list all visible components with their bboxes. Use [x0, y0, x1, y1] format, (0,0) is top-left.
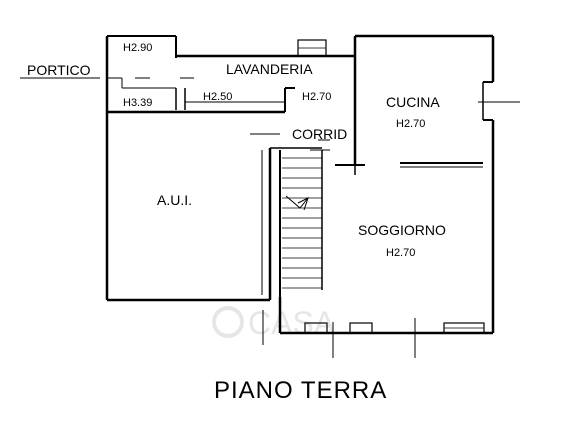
room-label-soggiorno: SOGGIORNO: [358, 222, 446, 238]
plan-title: PIANO TERRA: [214, 377, 387, 404]
walls: [105, 34, 495, 335]
height-soggiorno: H2.70: [386, 247, 415, 259]
room-label-aui: A.U.I.: [157, 192, 192, 208]
height-lavanderia-left: H2.50: [203, 91, 232, 103]
staircase: [282, 157, 322, 289]
room-label-corrid: CORRID: [292, 126, 347, 142]
room-label-portico: PORTICO: [27, 62, 91, 78]
room-label-cucina: CUCINA: [386, 94, 440, 110]
height-cucina: H2.70: [396, 118, 425, 130]
room-label-lavanderia: LAVANDERIA: [226, 61, 313, 77]
height-portico-bottom: H3.39: [123, 97, 152, 109]
height-lavanderia-right: H2.70: [302, 91, 331, 103]
reference-marks: [20, 77, 520, 358]
height-portico-top: H2.90: [123, 42, 152, 54]
